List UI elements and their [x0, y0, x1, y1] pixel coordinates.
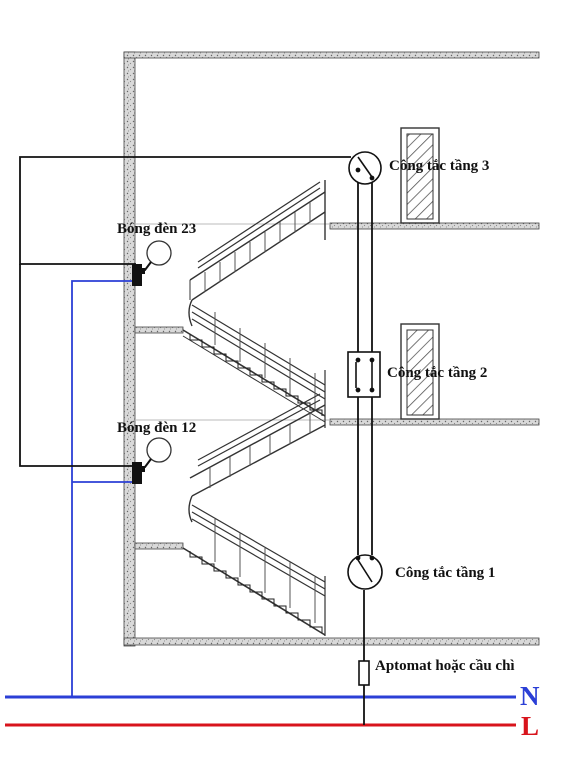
floor3-slab	[329, 222, 540, 230]
door-floor3	[400, 127, 440, 224]
stair-flight-2	[188, 393, 326, 523]
stair-flight-3	[182, 299, 326, 428]
lamp-23-label: Bóng đèn 23	[117, 221, 197, 237]
switch-floor2-label: Công tắc tầng 2	[387, 365, 488, 381]
stair-flight-1	[182, 504, 326, 636]
neutral-feeders	[71, 280, 136, 697]
switch-floor1-label: Công tắc tầng 1	[395, 565, 496, 581]
lamp-12-label: Bóng đèn 12	[117, 420, 197, 436]
lamp-12	[132, 437, 172, 484]
landing-lower	[134, 542, 184, 550]
stair-flight-4	[189, 180, 326, 301]
switch-floor2	[347, 351, 381, 398]
left-wall	[123, 51, 136, 647]
ground-slab	[123, 637, 540, 646]
breaker-label: Aptomat hoặc cầu chì	[375, 658, 515, 674]
switch-floor3-label: Công tắc tầng 3	[389, 158, 490, 174]
landing-upper	[134, 326, 184, 334]
floor2-slab	[329, 418, 540, 426]
live-letter: L	[521, 711, 540, 741]
switch-floor1	[347, 554, 383, 590]
staircase	[182, 180, 326, 636]
switch-floor3	[348, 151, 382, 185]
control-wiring	[19, 156, 373, 725]
roof-slab	[123, 51, 540, 59]
building-structure	[123, 51, 540, 647]
breaker-fuse	[358, 660, 370, 686]
lamp-23	[132, 240, 172, 286]
power-rails	[5, 695, 516, 727]
neutral-letter: N	[520, 681, 540, 711]
door-floor2	[400, 323, 440, 420]
